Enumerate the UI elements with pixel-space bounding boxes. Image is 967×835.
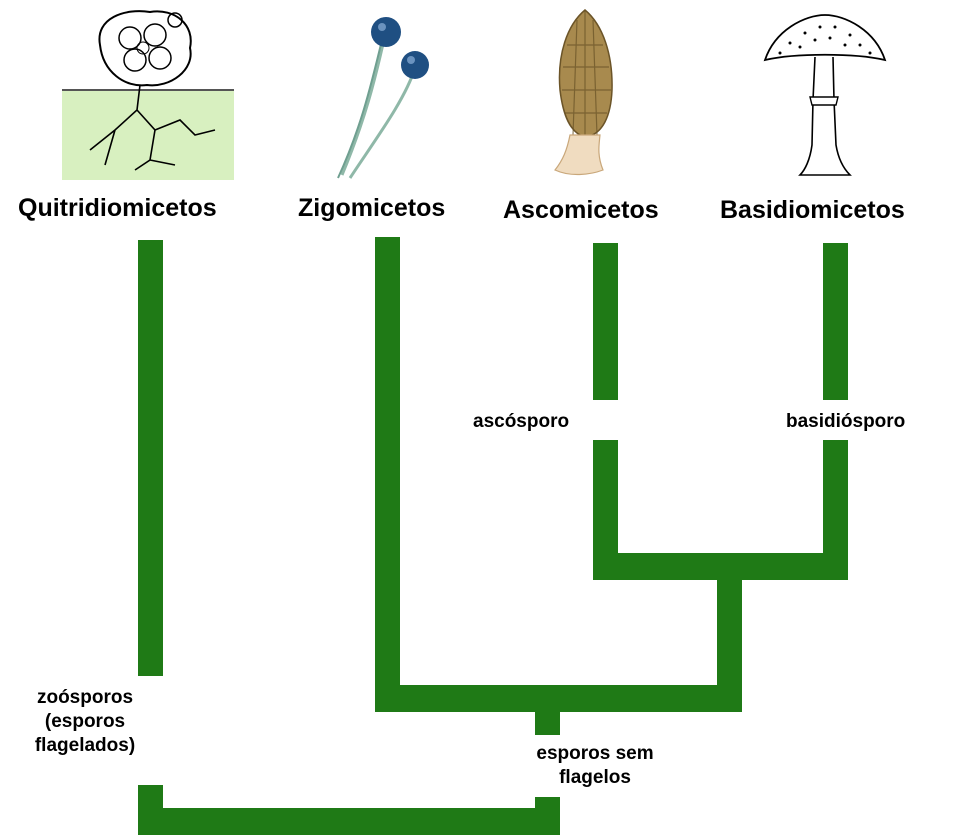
branch-zigo-higher-fungi-horizontal [375, 685, 742, 712]
taxon-label-zigomicetos: Zigomicetos [298, 194, 446, 222]
branch-higher-fungi-vertical [717, 570, 742, 700]
parasol-illustration [763, 14, 887, 176]
taxon-label-ascomicetos: Ascomicetos [503, 196, 659, 224]
branch-zigomicetos [375, 237, 400, 712]
branch-basidiomicetos-lower [823, 440, 848, 580]
taxon-label-quitridiomicetos: Quitridiomicetos [18, 194, 217, 222]
trait-label-zoosporos: zoósporos (esporos flagelados) [10, 686, 160, 758]
branch-ascomicetos-lower [593, 440, 618, 580]
zygomycete-illustration [337, 17, 429, 179]
trait-line: zoósporos [36, 687, 134, 708]
trait-label-basidiosporo: basidiósporo [786, 411, 906, 432]
branch-asco-basidio-horizontal [593, 553, 848, 580]
trait-label-esporos-sem-flagelos: esporos sem flagelos [525, 742, 665, 790]
branch-ascomicetos-upper [593, 243, 618, 400]
branch-quitridiomicetos-upper [138, 240, 163, 676]
taxon-label-basidiomicetos: Basidiomicetos [720, 196, 905, 224]
branch-esporos-sem-flagelos-lower [535, 797, 560, 827]
trait-line: esporos sem [536, 743, 654, 764]
trait-line: flagelados) [34, 735, 136, 757]
branch-root-horizontal [138, 808, 560, 835]
chytrid-illustration [62, 10, 234, 180]
branch-basidiomicetos-upper [823, 243, 848, 400]
morel-illustration [554, 9, 613, 176]
trait-line: flagelos [559, 767, 631, 789]
trait-label-ascosporo: ascósporo [473, 411, 570, 432]
trait-line: (esporos [44, 711, 126, 733]
